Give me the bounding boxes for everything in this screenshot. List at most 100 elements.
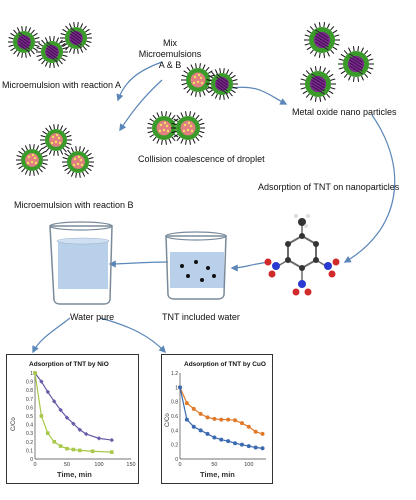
micelle-metal-oxide-2 [338,46,374,82]
label-microemulsion-b: Microemulsion with reaction B [14,200,134,210]
cuo-point [260,446,265,451]
cuo-point [226,417,231,422]
nio-xtick-label: 0 [33,462,36,468]
cuo-point [184,401,189,406]
beaker-tnt-water [165,231,227,300]
tnt-molecule [264,214,340,296]
cuo-point [205,431,210,436]
nio-ytick-label: 0.9 [26,380,33,386]
nio-point [109,437,114,443]
cuo-point [219,437,224,442]
micelle-a-2 [36,36,68,68]
cuo-point [184,417,189,422]
nio-point [52,399,57,404]
micelle-b-2 [40,124,72,156]
flow-arrows [32,61,396,354]
cuo-point [212,416,217,421]
nio-point [78,448,82,453]
micelle-mixing-2 [206,68,238,100]
arrow-tnt-to-water [230,261,271,272]
cuo-point [233,418,238,423]
micelle-coalescing-2 [171,111,205,145]
nio-point [45,389,50,395]
nio-point [84,431,89,437]
cuo-point [260,431,265,436]
label-mix-line3: A & B [158,60,182,70]
micelle-metal-oxide-1 [304,22,340,58]
nio-ytick-label: 1 [30,371,33,377]
nio-ytick-label: 0 [30,457,33,463]
label-collision-coalescence: Collision coalescence of droplet [138,154,265,164]
xlabel-cuo: Time, min [200,470,235,479]
nio-point [52,440,56,444]
cuo-ytick-label: 0.6 [171,414,178,420]
cuo-ytick-label: 1 [175,385,178,391]
arrow-mix-to-a [116,61,163,102]
nio-ytick-label: 0.5 [26,414,33,420]
cuo-xtick-label: 0 [178,462,181,468]
cuo-xtick-label: 50 [211,462,217,468]
arrow-mix-to-b [119,79,163,132]
cuo-point [198,428,203,433]
micelle-group [8,22,374,178]
micelle-a-1 [8,26,40,58]
cuo-point [239,442,244,447]
nio-xtick-label: 150 [126,462,135,468]
nio-point [90,449,95,454]
cuo-point [246,424,251,429]
chart-panel-nio: Adsorption of TNT by NiO C/Co Time, min … [6,354,139,484]
nio-point [39,414,44,418]
nio-point [39,379,44,384]
xlabel-nio: Time, min [57,470,92,479]
cuo-point [212,435,217,440]
nio-point [58,407,63,413]
chart-title-nio: Adsorption of TNT by NiO [29,361,109,368]
cuo-point [233,441,238,446]
label-tnt-included-water: TNT included water [162,312,240,322]
cuo-point [178,385,182,390]
cuo-point [191,424,196,429]
micelle-coalescing-1 [147,111,181,145]
nio-point [33,371,37,375]
nio-point [96,436,102,441]
micelle-metal-oxide-3 [300,66,336,102]
cuo-point [191,406,196,411]
cuo-ytick-label: 0.8 [171,400,178,406]
nio-point [71,421,76,426]
label-water-pure: Water pure [70,312,115,322]
cuo-point [198,411,203,416]
nio-ytick-label: 0.1 [26,448,33,454]
micelle-b-1 [16,144,48,176]
nio-xtick-label: 50 [64,462,70,468]
nio-point [46,431,50,435]
nio-ytick-label: 0.8 [26,388,33,394]
cuo-point [253,429,258,434]
arrow-metal-to-tnt [343,114,396,263]
micelle-mixing-1 [181,63,215,97]
arrow-to-metal-oxide [231,86,288,105]
nio-series-line-1 [34,372,112,453]
beaker-pure-water [49,221,113,305]
label-mix-line2: Microemulsions [138,49,202,59]
label-adsorption: Adsorption of TNT on nanoparticles [258,182,400,192]
nio-ytick-label: 0.2 [26,440,33,446]
nio-point [64,415,70,420]
chart-panel-cuo: Adsorption of TNT by CuO C/Co Time, min … [161,354,273,484]
cuo-point [205,415,210,420]
nio-point [77,427,82,432]
cuo-point [239,421,244,426]
cuo-point [226,439,231,444]
cuo-point [219,417,224,422]
micelle-a-3 [60,22,92,54]
arrow-pure-to-cuo [99,317,166,354]
nio-point [110,450,114,454]
cuo-ytick-label: 0.4 [171,428,178,434]
cuo-point [253,445,258,450]
label-metal-oxide: Metal oxide nano particles [292,107,397,117]
cuo-point [246,444,251,449]
cuo-ytick-label: 0.2 [171,443,178,449]
